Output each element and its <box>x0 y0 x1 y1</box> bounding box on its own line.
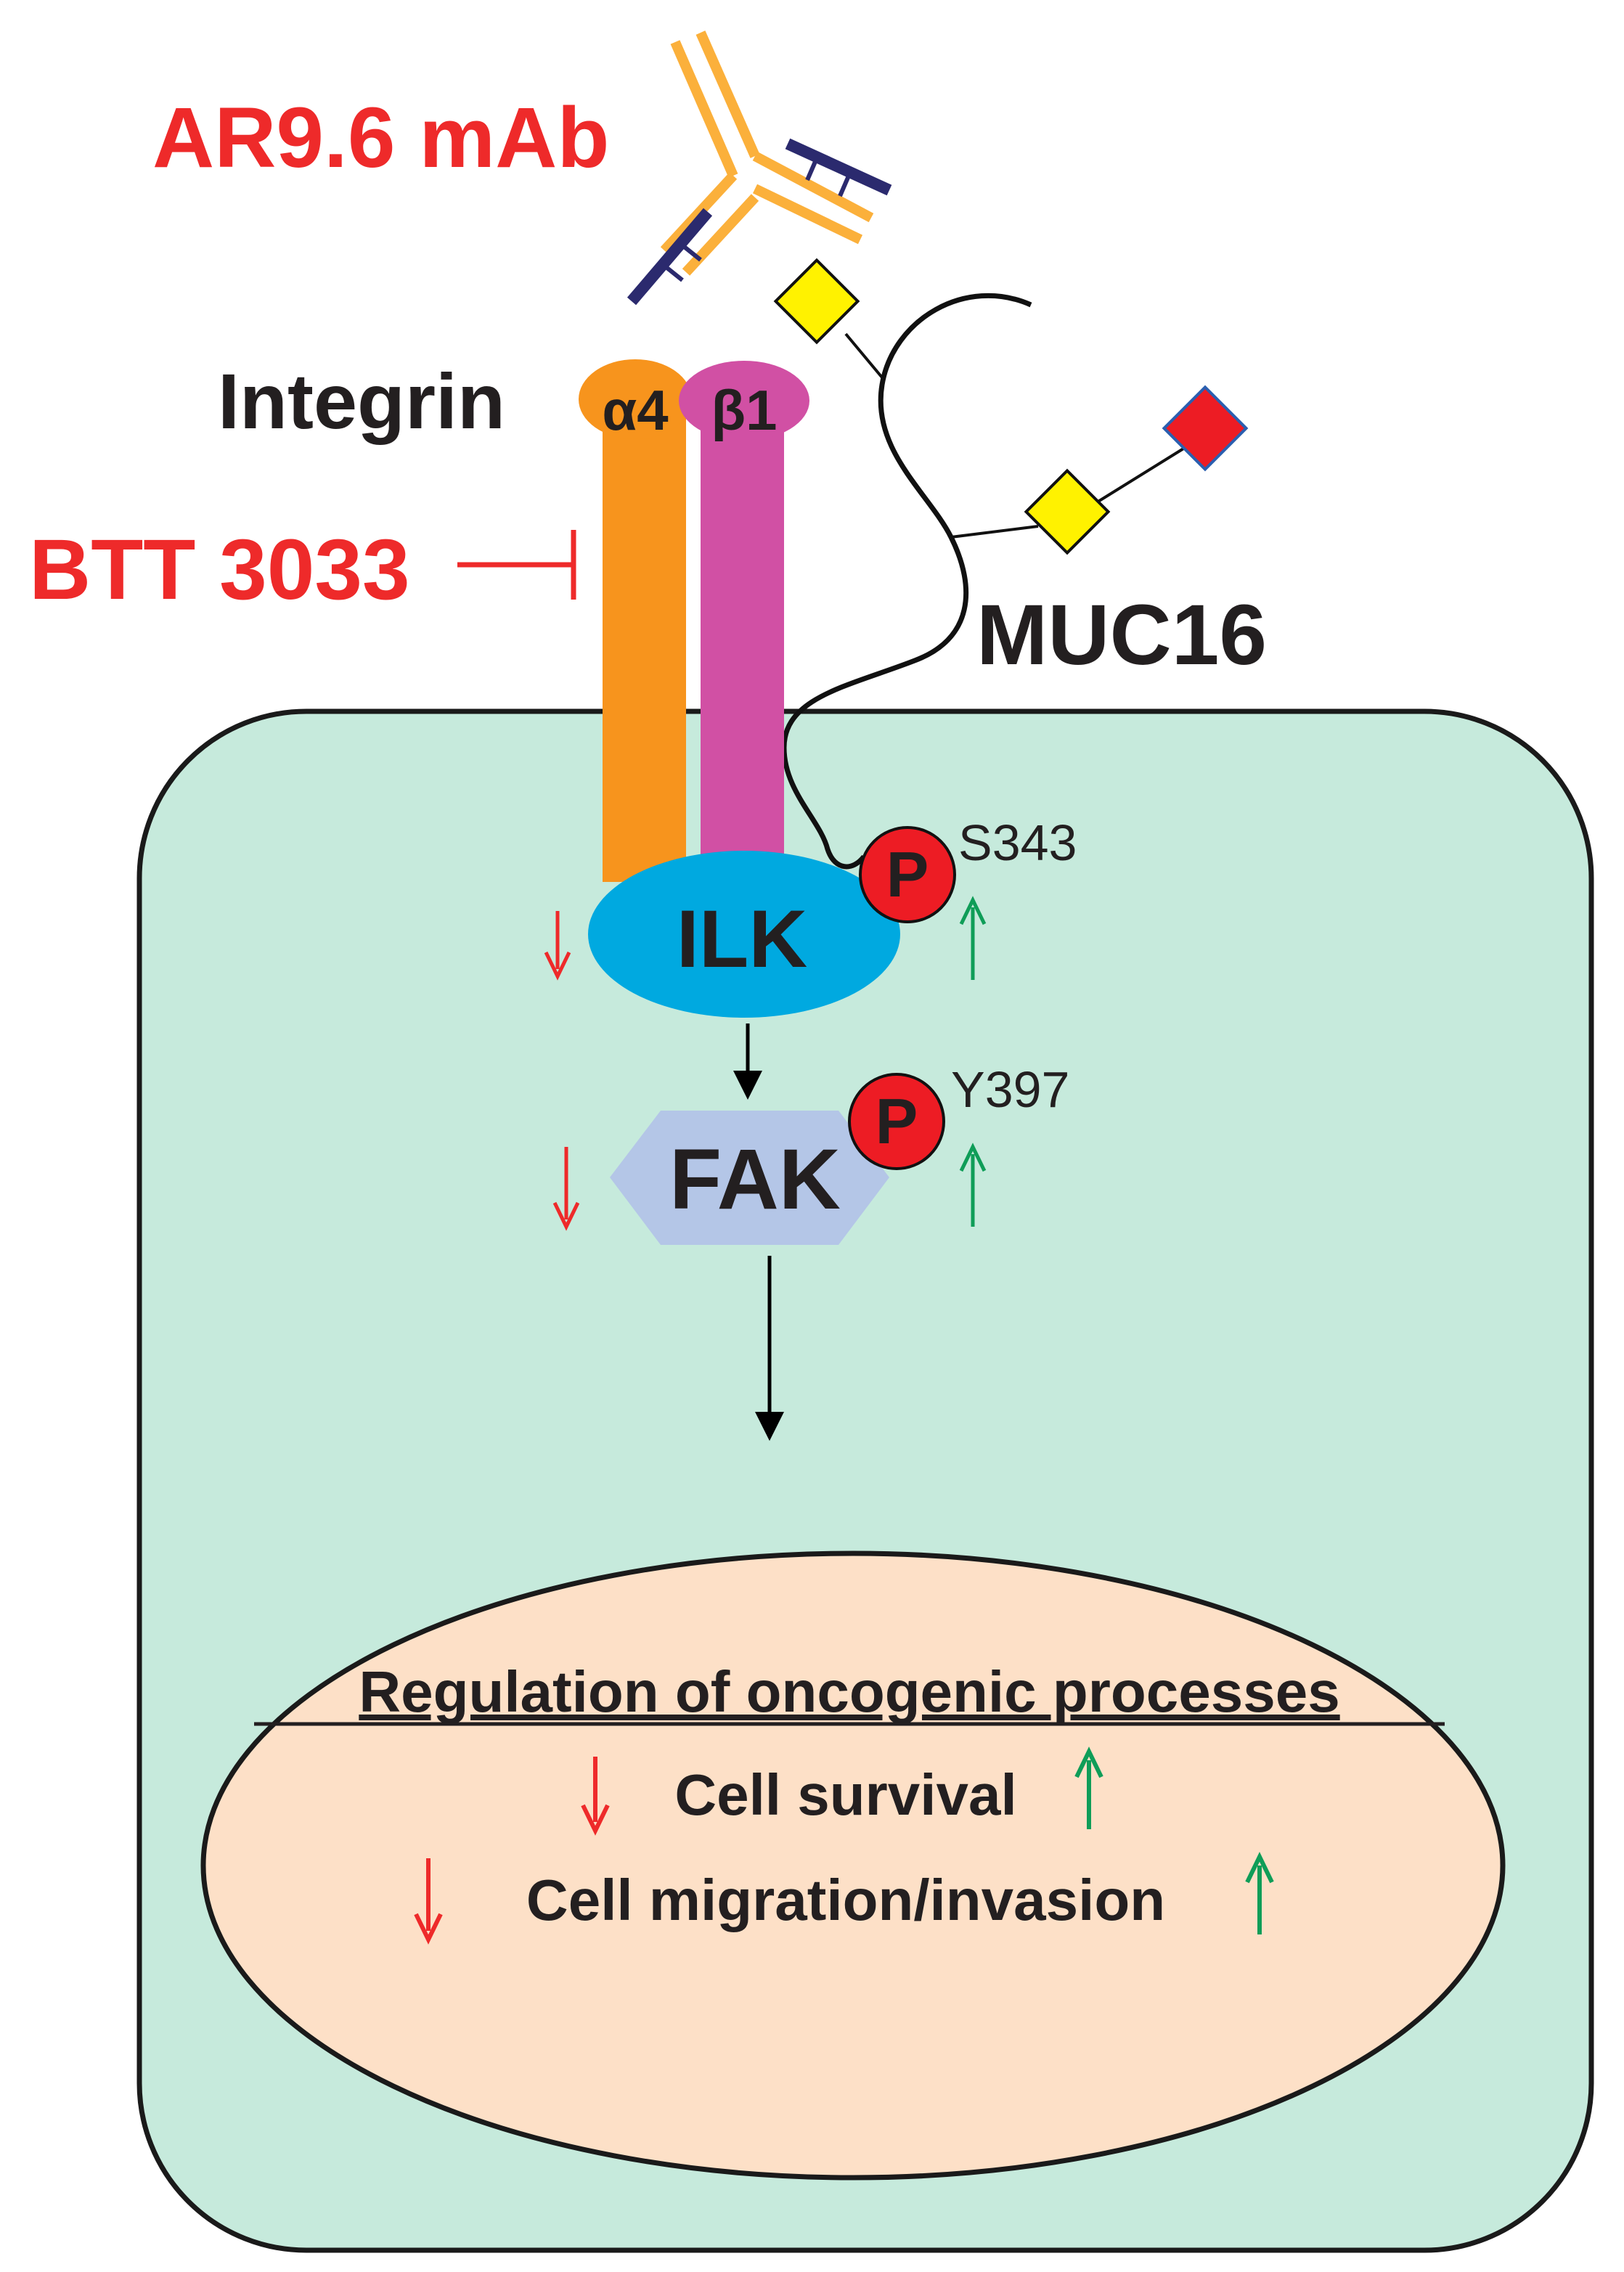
glycan-yellow-2 <box>1024 468 1111 555</box>
ilk-site-label: S343 <box>958 814 1077 871</box>
up-arrow-icon <box>959 896 987 980</box>
fak-site-label: Y397 <box>951 1061 1069 1118</box>
inhibitor-label: BTT 3033 <box>29 522 410 618</box>
beta1-label: β1 <box>711 378 778 442</box>
ilk-phospho-icon <box>859 826 956 923</box>
nucleus <box>200 1550 1506 2181</box>
fak-protein <box>610 1111 889 1245</box>
glycan-red <box>1162 385 1249 472</box>
ilk-protein <box>588 851 900 1018</box>
muc16-label: MUC16 <box>976 587 1267 683</box>
down-arrow-icon <box>552 1147 580 1231</box>
fak-phospho-label: P <box>876 1085 918 1157</box>
down-arrow-icon <box>544 911 571 981</box>
antibody-icon <box>627 30 892 306</box>
fak-phospho-icon <box>848 1073 945 1170</box>
down-arrow-icon <box>414 1858 443 1945</box>
glycan-yellow-1 <box>773 258 860 345</box>
cell-survival-label: Cell survival <box>674 1762 1016 1827</box>
cell-migration-label: Cell migration/invasion <box>526 1868 1165 1932</box>
up-arrow-icon <box>959 1143 987 1227</box>
integrin-beta1-head <box>679 361 809 441</box>
integrin-label: Integrin <box>218 357 505 445</box>
integrin-alpha4-head <box>579 359 692 439</box>
up-arrow-icon <box>1245 1852 1274 1934</box>
alpha4-label: α4 <box>602 378 668 442</box>
integrin-alpha4-chain <box>603 410 686 882</box>
integrin-beta1-chain <box>701 410 784 864</box>
fak-label: FAK <box>669 1132 841 1227</box>
ilk-phospho-label: P <box>886 838 929 910</box>
nucleus-title: Regulation of oncogenic processes <box>359 1659 1339 1724</box>
up-arrow-icon <box>1074 1746 1103 1829</box>
down-arrow-icon <box>581 1757 610 1836</box>
antibody-label: AR9.6 mAb <box>152 90 609 186</box>
ilk-label: ILK <box>677 894 807 984</box>
